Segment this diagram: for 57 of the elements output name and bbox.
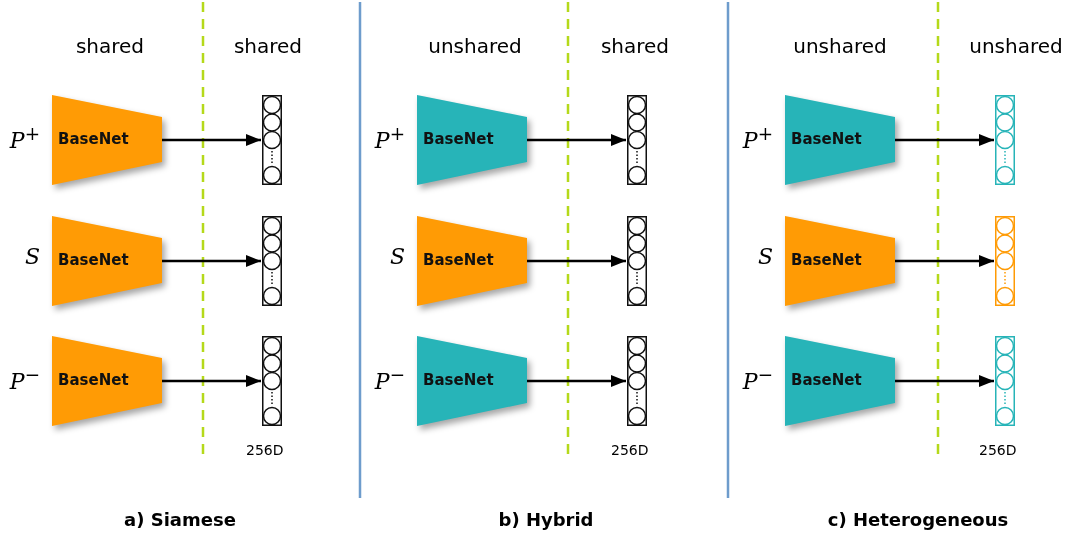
node-label: BaseNet (58, 130, 129, 148)
arrow (527, 375, 626, 387)
network-trapezoid (52, 336, 162, 426)
panel-caption: a) Siamese (124, 509, 236, 530)
column-header: unshared (428, 34, 522, 58)
column-header: unshared (793, 34, 887, 58)
node-label: BaseNet (791, 251, 862, 269)
feature-vector (995, 95, 1015, 185)
feature-vector (627, 336, 647, 426)
column-header: unshared (969, 34, 1063, 58)
dimension-label: 256D (611, 442, 649, 458)
input-label: S (24, 244, 40, 269)
node-label: BaseNet (58, 251, 129, 269)
arrow (162, 134, 261, 146)
dimension-label: 256D (979, 442, 1017, 458)
input-label: P$^{−}$ (9, 364, 40, 395)
network-trapezoid (417, 336, 527, 426)
feature-vector (262, 216, 282, 306)
feature-vector (262, 95, 282, 185)
input-label: S (389, 244, 405, 269)
node-label: BaseNet (58, 371, 129, 389)
node-label: BaseNet (423, 371, 494, 389)
panel-caption: b) Hybrid (498, 509, 594, 530)
arrow (162, 375, 261, 387)
arrow (527, 134, 626, 146)
feature-vector (262, 336, 282, 426)
network-trapezoid (785, 336, 895, 426)
node-label: BaseNet (791, 130, 862, 148)
network-trapezoid (52, 95, 162, 185)
arrow (895, 255, 994, 267)
feature-vector (627, 216, 647, 306)
node-label: BaseNet (423, 130, 494, 148)
arrow (527, 255, 626, 267)
node-label: BaseNet (791, 371, 862, 389)
dimension-label: 256D (246, 442, 284, 458)
input-label: P$^{−}$ (374, 364, 405, 395)
feature-vector (627, 95, 647, 185)
arrow (895, 134, 994, 146)
feature-vector (995, 336, 1015, 426)
column-header: shared (233, 34, 303, 58)
network-trapezoid (417, 216, 527, 306)
feature-vector (995, 216, 1015, 306)
input-label: P$^{+}$ (9, 123, 40, 154)
input-label: P$^{−}$ (742, 364, 773, 395)
network-trapezoid (52, 216, 162, 306)
network-trapezoid (417, 95, 527, 185)
input-label: P$^{+}$ (374, 123, 405, 154)
panel-caption: c) Heterogeneous (827, 509, 1009, 530)
input-label: P$^{+}$ (742, 123, 773, 154)
network-trapezoid (785, 216, 895, 306)
node-label: BaseNet (423, 251, 494, 269)
network-trapezoid (785, 95, 895, 185)
column-header: shared (600, 34, 670, 58)
input-label: S (757, 244, 773, 269)
arrow (895, 375, 994, 387)
arrow (162, 255, 261, 267)
column-header: shared (75, 34, 145, 58)
